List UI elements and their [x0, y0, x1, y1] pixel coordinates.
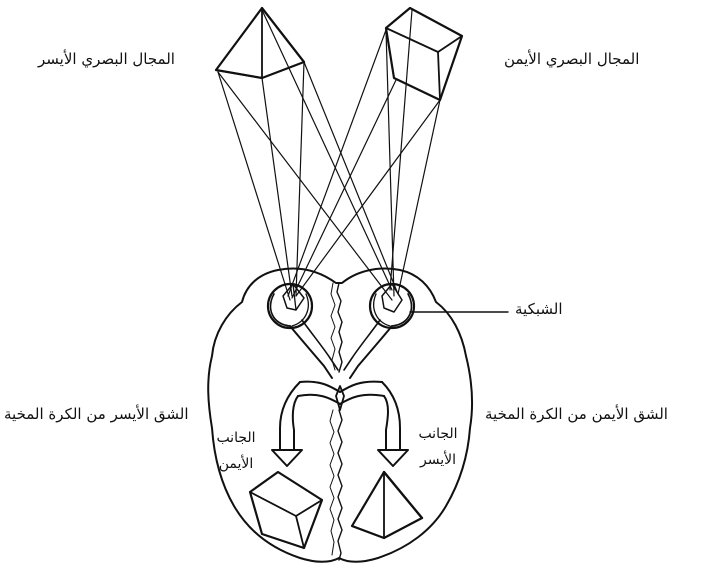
- right-hemisphere-arrowhead: [378, 450, 408, 466]
- central-fissure-inner: [330, 283, 335, 555]
- tract-to-right-hemisphere: [382, 382, 400, 450]
- right-side-label: الجانب الأيمن: [206, 430, 266, 473]
- right-side-label-line2: الأيمن: [206, 456, 266, 474]
- retina-label: الشبكية: [515, 300, 563, 319]
- left-side-label-line2: الأيسر: [408, 452, 468, 470]
- central-fissure: [337, 283, 342, 560]
- left-visual-field-label: المجال البصري الأيسر: [38, 50, 175, 69]
- left-hemisphere-label: الشق الأيسر من الكرة المخية: [4, 405, 189, 424]
- right-field-cube: [386, 8, 462, 100]
- left-hemisphere-arrowhead: [272, 450, 302, 466]
- left-side-label-line1: الجانب: [408, 426, 468, 444]
- tract-to-left-hemisphere-inner: [293, 396, 298, 450]
- left-field-pyramid: [216, 8, 304, 78]
- tract-to-right-hemisphere-inner: [384, 396, 388, 450]
- right-visual-field-label: المجال البصري الأيمن: [504, 50, 639, 69]
- right-hemisphere-label: الشق الأيمن من الكرة المخية: [485, 405, 668, 424]
- tract-to-left-hemisphere: [280, 382, 300, 450]
- right-hemisphere-pyramid: [352, 472, 422, 538]
- optic-chiasm-lower: [298, 395, 384, 404]
- left-side-label: الجانب الأيسر: [408, 426, 468, 469]
- right-side-label-line1: الجانب: [206, 430, 266, 448]
